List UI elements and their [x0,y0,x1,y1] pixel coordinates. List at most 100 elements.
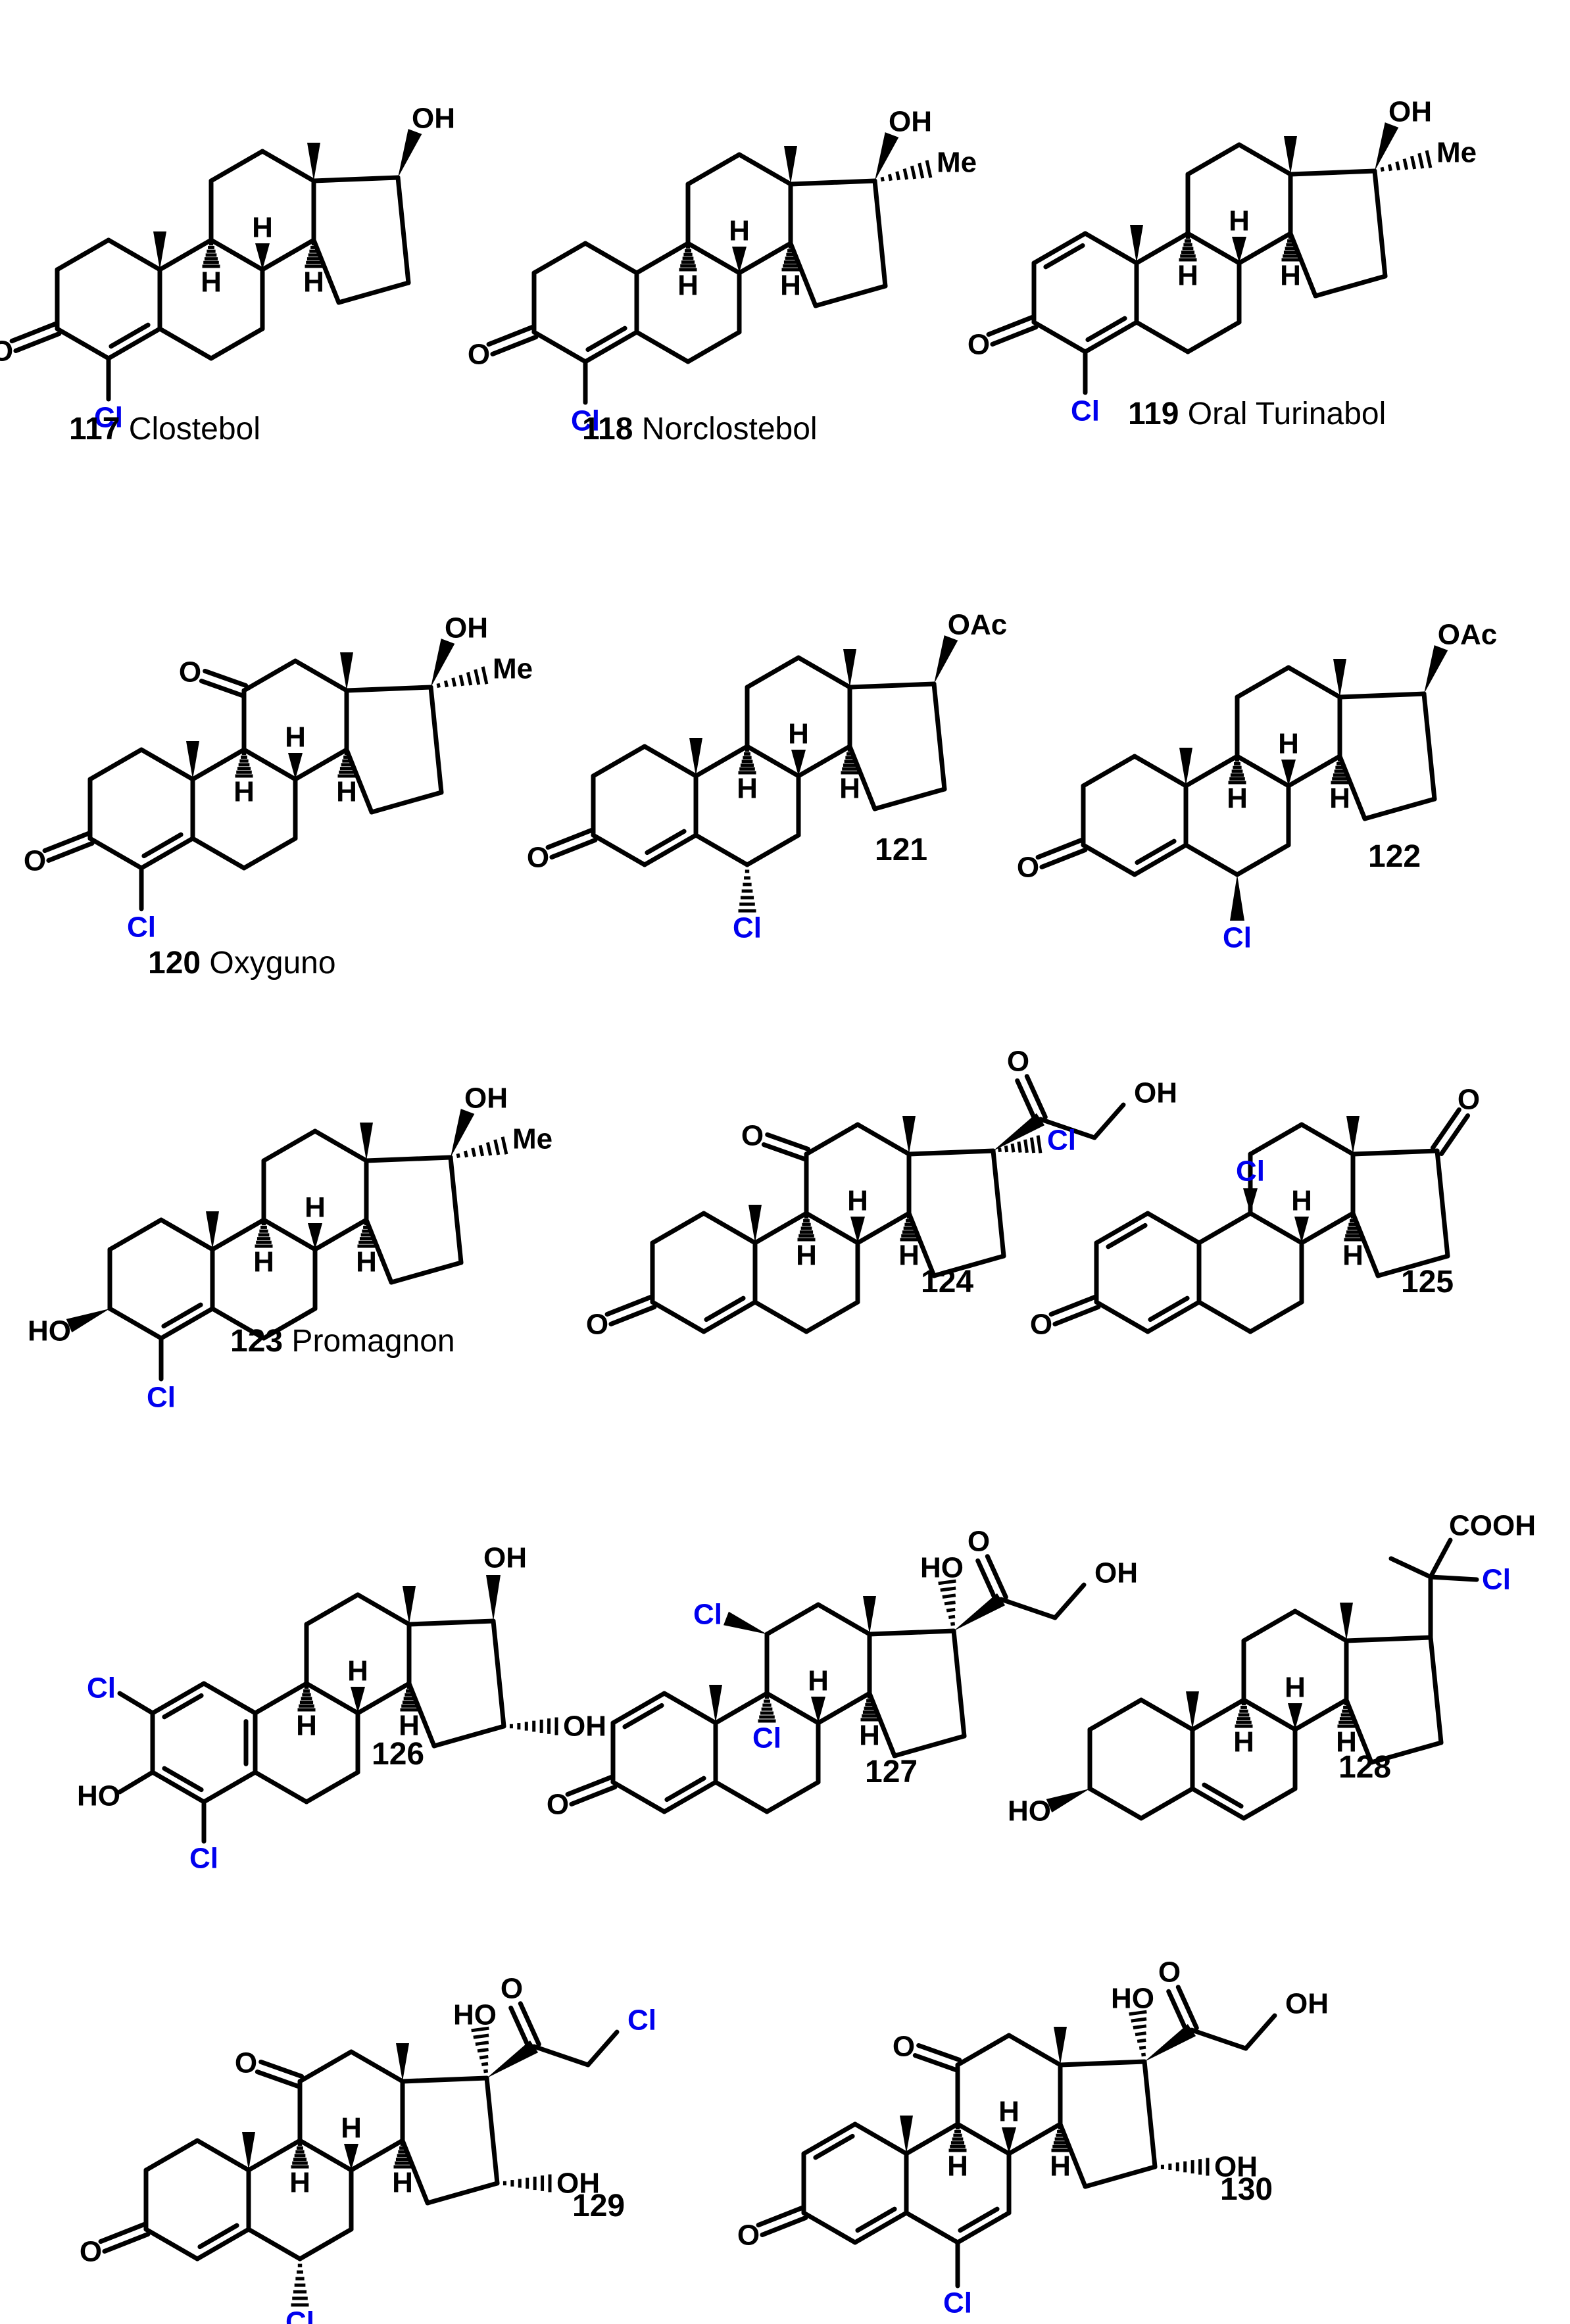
h-atom-label: H [808,1665,829,1697]
compound-number: 120 [148,946,201,980]
compound-name: Promagnon [283,1324,455,1359]
h-atom-label: H [796,1240,817,1272]
compound-number: 129 [572,2189,625,2223]
oxo-atom-label: O [0,335,13,368]
hydroxyl-atom-label: HO [1111,1983,1154,2015]
h-atom-label: H [399,1710,420,1742]
h-atom-label: H [285,721,306,754]
h-atom-label: H [1177,260,1198,292]
oxo-atom-label: O [586,1309,608,1341]
acetoxy-atom-label: OAc [948,609,1007,641]
h-atom-label: H [788,718,809,750]
h-atom-label: H [729,215,750,247]
compound-number: 121 [875,833,927,867]
chlorine-atom-label: Cl [1482,1564,1511,1596]
methyl-atom-label: Me [1436,137,1477,169]
h-atom-label: H [737,773,758,805]
compound-name: Clostebol [120,412,260,447]
hydroxyl-atom-label: OH [1094,1557,1138,1589]
hydroxyl-atom-label: HO [453,1999,497,2031]
hydroxyl-atom-label: OH [1388,96,1432,128]
oxo-atom-label: O [80,2236,102,2268]
h-atom-label: H [341,2112,362,2144]
compound-label: 119 Oral Turinabol [1128,397,1386,431]
compound-number: 127 [865,1755,918,1789]
h-atom-label: H [859,1720,880,1752]
hydroxyl-atom-label: OH [563,1710,606,1743]
h-atom-label: H [1329,783,1350,815]
oxo-atom-label: O [501,1973,523,2005]
h-atom-label: H [1342,1240,1363,1272]
h-atom-label: H [252,212,273,244]
hydroxyl-atom-label: OH [1214,2151,1258,2183]
oxo-atom-label: O [968,329,990,361]
hydroxyl-atom-label: HO [28,1315,71,1347]
hydroxyl-atom-label: HO [920,1552,964,1584]
compound-number: 122 [1368,839,1421,874]
compound-number: 118 [582,412,633,447]
h-atom-label: H [392,2167,413,2199]
compound-number: 123 [230,1324,283,1359]
compound-name: Oral Turinabol [1179,397,1386,431]
compound-number: 117 [69,412,120,447]
h-atom-label: H [1227,783,1248,815]
compound-name: Norclostebol [633,412,817,447]
methyl-atom-label: Me [937,147,977,179]
h-atom-label: H [233,776,255,808]
chlorine-atom-label: Cl [1071,395,1100,427]
h-atom-label: H [1229,205,1250,237]
hydroxyl-atom-label: OH [1134,1077,1177,1109]
chlorine-atom-label: Cl [627,2004,656,2037]
chlorine-atom-label: Cl [1047,1125,1076,1157]
h-atom-label: H [347,1655,368,1687]
acetoxy-atom-label: OAc [1438,619,1497,651]
compound-label: 121 [875,833,927,867]
h-atom-label: H [253,1246,274,1278]
oxo-atom-label: O [737,2219,760,2252]
compound-number: 119 [1128,397,1179,431]
h-atom-label: H [1336,1726,1357,1758]
compound-label: 122 [1368,839,1421,874]
compound-label: 124 [921,1265,973,1299]
compound-label: 129 [572,2189,625,2223]
compound-label: 128 [1338,1750,1391,1785]
oxo-atom-label: O [1458,1084,1480,1116]
h-atom-label: H [998,2096,1019,2128]
hydroxyl-atom-label: OH [483,1542,527,1574]
chlorine-atom-label: Cl [733,912,762,944]
oxo-atom-label: O [179,656,201,689]
h-atom-label: H [847,1185,868,1217]
hydroxyl-atom-label: HO [77,1780,120,1812]
h-atom-label: H [336,776,357,808]
h-atom-label: H [1278,728,1299,760]
oxo-atom-label: O [1158,1956,1181,1989]
oxo-atom-label: O [741,1120,764,1152]
compound-label: 118 Norclostebol [582,412,818,447]
oxo-atom-label: O [1030,1309,1052,1341]
oxo-atom-label: O [24,845,46,877]
oxo-atom-label: O [527,842,549,874]
hydroxyl-atom-label: OH [889,106,932,138]
chlorine-atom-label: Cl [87,1672,116,1705]
oxo-atom-label: O [235,2047,257,2079]
compound-label: 117 Clostebol [69,412,260,447]
compound-name: Oxyguno [201,946,335,980]
chlorine-atom-label: Cl [943,2287,972,2319]
h-atom-label: H [305,1192,326,1224]
compound-label: 126 [372,1737,424,1772]
compound-label: 125 [1401,1265,1454,1299]
chlorine-atom-label: Cl [571,405,600,437]
methyl-atom-label: Me [512,1123,552,1155]
hydroxyl-atom-label: OH [412,103,455,135]
h-atom-label: H [780,270,801,302]
hydroxyl-atom-label: OH [556,2167,600,2200]
h-atom-label: H [303,266,324,299]
